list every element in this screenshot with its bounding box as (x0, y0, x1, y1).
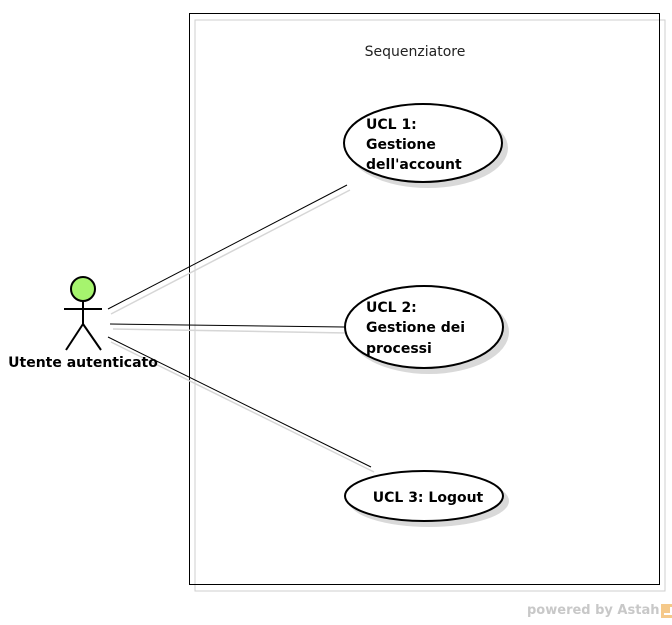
association-shadow-ucl3 (110, 341, 375, 473)
association-actor-ucl3[interactable] (107, 336, 372, 468)
system-boundary-shadow (194, 19, 666, 592)
association-shadow-ucl2 (112, 328, 348, 334)
association-shadow-ucl1 (110, 189, 351, 315)
usecase-ucl3[interactable]: UCL 3: Logout (344, 470, 509, 527)
usecase-ucl1-line-2: Gestione (366, 137, 436, 153)
actor-utente-autenticato[interactable]: Utente autenticato (8, 276, 158, 371)
usecase-ucl2[interactable]: UCL 2: Gestione dei processi (344, 285, 509, 374)
system-title: Sequenziatore (365, 44, 466, 60)
usecase-ucl2-line-3: processi (366, 341, 432, 357)
watermark-text: powered by Astah (527, 603, 660, 618)
usecase-ucl2-ellipse (344, 285, 504, 369)
usecase-ucl1-ellipse (343, 103, 503, 183)
actor-right-leg (82, 323, 102, 351)
usecase-ucl1-line-3: dell'account (366, 157, 462, 173)
usecase-ucl3-ellipse (344, 470, 504, 522)
actor-head (70, 276, 96, 302)
system-boundary-frame (189, 13, 660, 585)
usecase-ucl2-line-1: UCL 2: (366, 300, 417, 316)
usecase-ucl3-label: UCL 3: Logout (373, 490, 484, 506)
association-lines (107, 184, 375, 473)
association-actor-ucl2[interactable] (109, 323, 345, 328)
usecase-ucl2-label: UCL 2: Gestione dei processi (366, 300, 470, 357)
association-actor-ucl1[interactable] (107, 184, 348, 310)
watermark: powered by Astah (527, 603, 672, 618)
actor-name: Utente autenticato (8, 355, 158, 371)
actor-icon (64, 276, 102, 351)
usecase-ucl2-line-2: Gestione dei (366, 320, 465, 336)
usecase-ucl1-label: UCL 1: Gestione dell'account (366, 117, 462, 173)
usecase-ucl1[interactable]: UCL 1: Gestione dell'account (343, 103, 508, 188)
system-boundary[interactable]: Sequenziatore (189, 13, 666, 592)
actor-left-leg (65, 323, 84, 351)
usecase-ucl1-line-1: UCL 1: (366, 117, 417, 133)
astah-logo-icon (661, 603, 672, 618)
